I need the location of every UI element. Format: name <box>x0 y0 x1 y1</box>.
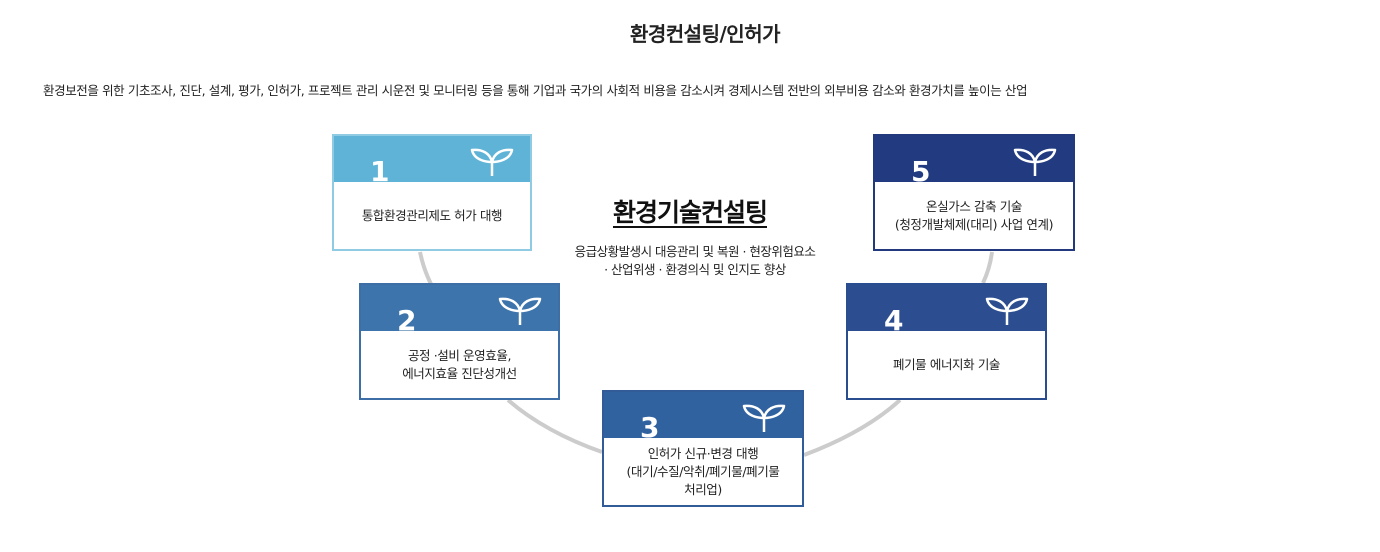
step-text-line-3: 처리업) <box>684 481 722 497</box>
step-card-4: 4 폐기물 에너지화 기술 <box>846 283 1047 400</box>
step-text-line-2: (청정개발체제(대리) 사업 연계) <box>894 216 1054 232</box>
step-card-header: 4 <box>848 285 1045 337</box>
step-number: 4 <box>884 304 904 337</box>
page-description: 환경보전을 위한 기초조사, 진단, 설계, 평가, 인허가, 프로젝트 관리 … <box>43 83 1028 98</box>
step-number: 3 <box>640 411 660 444</box>
sprout-icon <box>985 297 1029 325</box>
step-card-body: 인허가 신규·변경 대행 (대기/수질/악취/폐기물/폐기물 처리업) <box>604 438 802 505</box>
step-card-body: 온실가스 감축 기술 (청정개발체제(대리) 사업 연계) <box>875 182 1073 249</box>
sprout-icon <box>742 404 786 432</box>
step-card-header: 5 <box>875 136 1073 188</box>
step-number: 1 <box>370 155 390 188</box>
center-subtitle: 응급상황발생시 대응관리 및 복원 · 현장위험요소 · 산업위생 · 환경의식… <box>540 243 850 279</box>
center-subtitle-line-1: 응급상황발생시 대응관리 및 복원 · 현장위험요소 <box>574 244 816 259</box>
step-text-line-2: (대기/수질/악취/폐기물/폐기물 <box>626 463 780 479</box>
step-text-line-1: 인허가 신규·변경 대행 <box>647 445 759 461</box>
step-text-line-1: 온실가스 감축 기술 <box>926 198 1022 214</box>
step-text-line-2: 에너지효율 진단성개선 <box>402 365 517 381</box>
step-number: 5 <box>911 155 931 188</box>
step-card-2: 2 공정 ·설비 운영효율, 에너지효율 진단성개선 <box>359 283 560 400</box>
step-card-header: 2 <box>361 285 558 337</box>
center-title: 환경기술컨설팅 <box>612 198 768 227</box>
sprout-icon <box>1013 148 1057 176</box>
step-card-header: 1 <box>334 136 530 188</box>
step-card-body: 공정 ·설비 운영효율, 에너지효율 진단성개선 <box>361 331 558 398</box>
sprout-icon <box>498 297 542 325</box>
step-text-line-1: 공정 ·설비 운영효율, <box>407 347 512 363</box>
step-card-3: 3 인허가 신규·변경 대행 (대기/수질/악취/폐기물/폐기물 처리업) <box>602 390 804 507</box>
sprout-icon <box>470 148 514 176</box>
step-text-line-1: 통합환경관리제도 허가 대행 <box>361 207 503 223</box>
step-number: 2 <box>397 304 417 337</box>
step-card-header: 3 <box>604 392 802 444</box>
step-card-1: 1 통합환경관리제도 허가 대행 <box>332 134 532 251</box>
center-subtitle-line-2: · 산업위생 · 환경의식 및 인지도 향상 <box>604 262 786 277</box>
page-title: 환경컨설팅/인허가 <box>629 22 781 46</box>
step-card-5: 5 온실가스 감축 기술 (청정개발체제(대리) 사업 연계) <box>873 134 1075 251</box>
step-text-line-1: 폐기물 에너지화 기술 <box>892 356 1001 372</box>
step-card-body: 통합환경관리제도 허가 대행 <box>334 182 530 249</box>
step-card-body: 폐기물 에너지화 기술 <box>848 331 1045 398</box>
